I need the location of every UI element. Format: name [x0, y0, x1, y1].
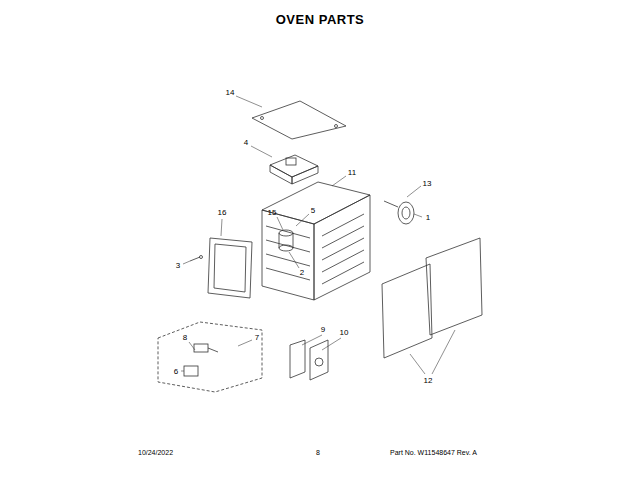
page-title: OVEN PARTS: [276, 13, 365, 26]
leader-line: [410, 354, 425, 374]
oven-cavity: [262, 210, 314, 300]
part-number: Part No. W11548647 Rev. A: [390, 449, 477, 456]
leader-line: [289, 252, 299, 268]
leader-line: [251, 146, 272, 157]
screw: [190, 257, 200, 261]
oven-cavity: [262, 182, 370, 300]
side-panels: [382, 264, 432, 358]
hinge-plate: [310, 340, 328, 380]
fan-cylinder: [279, 230, 293, 251]
callout-number: 11: [348, 169, 356, 177]
oven-cavity: [322, 238, 364, 260]
leader-line: [238, 340, 252, 346]
top-component: [270, 165, 292, 184]
leader-line: [277, 217, 283, 230]
page-number: 8: [316, 449, 320, 456]
kit-group: [194, 344, 208, 352]
rear-gasket: [398, 202, 414, 224]
hinge-plate: [315, 358, 323, 366]
leader-line: [221, 219, 222, 236]
side-panels: [426, 238, 482, 335]
door-gasket: [208, 238, 252, 298]
leader-line: [183, 261, 190, 264]
callout-number: 2: [300, 269, 304, 277]
oven-cavity: [322, 250, 364, 272]
screw: [200, 256, 203, 259]
oven-cavity: [266, 268, 310, 280]
kit-group: [158, 322, 262, 392]
callout-number: 5: [311, 207, 315, 215]
fan-cylinder: [279, 233, 280, 248]
rear-gasket: [384, 201, 414, 224]
top-component: [270, 155, 318, 177]
footer-date: 10/24/2022: [138, 449, 173, 456]
callout-number: 15: [268, 209, 277, 217]
leader-line: [432, 330, 455, 374]
leader-line: [181, 371, 184, 372]
leader-line: [236, 96, 262, 107]
screw: [190, 256, 203, 262]
door-gasket: [208, 238, 252, 298]
top-component: [286, 158, 296, 165]
oven-cavity: [266, 240, 310, 252]
callout-number: 16: [218, 209, 227, 217]
cover-plate: [252, 101, 346, 139]
oven-cavity: [322, 262, 364, 284]
cover-plate: [252, 101, 346, 139]
callout-number: 3: [176, 262, 180, 270]
callout-number: 9: [321, 326, 325, 334]
cover-plate: [261, 117, 264, 120]
hinge-plate: [290, 340, 305, 378]
oven-cavity: [322, 226, 364, 248]
side-panels: [382, 238, 482, 358]
top-component: [292, 166, 318, 184]
oven-cavity: [322, 214, 364, 236]
leader-line: [332, 176, 346, 186]
leader-line: [322, 338, 341, 350]
fan-cylinder: [279, 245, 293, 251]
door-gasket: [214, 244, 246, 292]
callout-number: 7: [255, 334, 259, 342]
hinge-plate: [290, 340, 328, 380]
oven-cavity: [266, 254, 310, 266]
kit-group: [158, 322, 262, 392]
callout-number: 10: [340, 329, 349, 337]
callout-number: 13: [423, 180, 432, 188]
callout-number: 4: [244, 139, 248, 147]
kit-group: [184, 366, 198, 376]
oven-cavity: [314, 195, 370, 300]
callout-number: 1: [426, 214, 430, 222]
callout-number: 6: [174, 368, 178, 376]
top-component: [270, 155, 318, 184]
leader-line: [407, 186, 421, 197]
rear-gasket: [384, 201, 398, 207]
leader-line: [181, 96, 455, 374]
fan-cylinder: [293, 233, 294, 248]
leader-line: [414, 214, 422, 217]
kit-group: [208, 348, 218, 352]
callout-number: 8: [183, 334, 187, 342]
fan-cylinder: [279, 230, 293, 236]
callout-number: 14: [226, 89, 235, 97]
rear-gasket: [402, 207, 410, 219]
oven-cavity: [266, 226, 310, 238]
callout-number: 12: [424, 377, 433, 385]
cover-plate: [335, 125, 338, 128]
